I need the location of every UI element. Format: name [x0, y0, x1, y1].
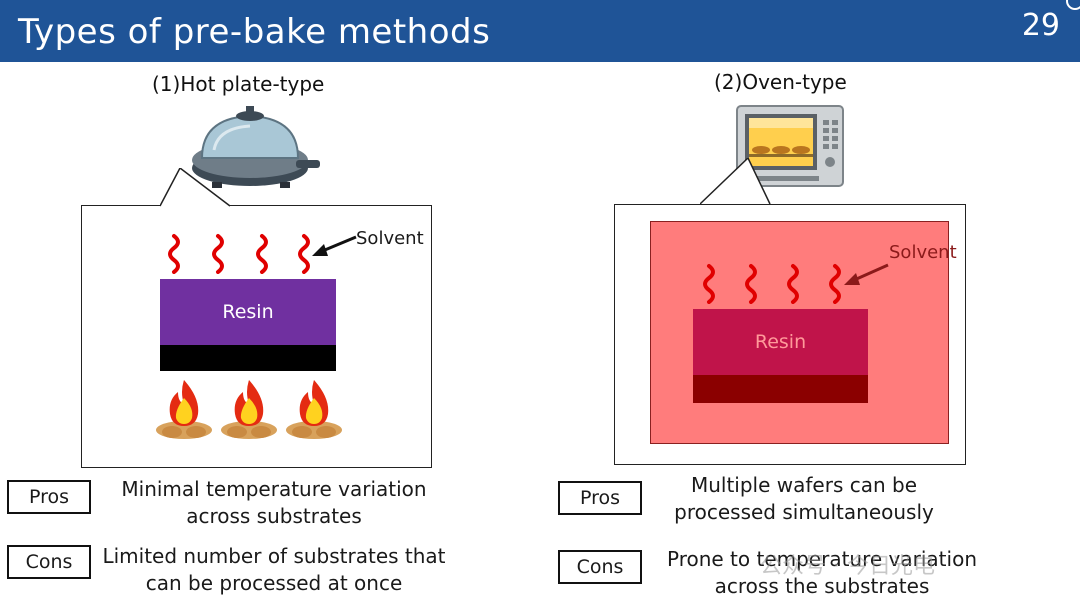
cons-label-hotplate: Cons [7, 545, 91, 579]
solvent-arrow-oven [844, 263, 889, 285]
pros-text-oven: Multiple wafers can be processed simulta… [644, 472, 964, 526]
oven-icon [736, 105, 844, 187]
cons-text-oven-line2: across the substrates [714, 574, 930, 598]
resin-layer-oven: Resin [693, 309, 868, 375]
pros-text-hotplate: Minimal temperature variation across sub… [96, 476, 452, 530]
hotplate-callout-pointer [160, 168, 231, 207]
pros-label-hotplate: Pros [7, 480, 91, 514]
solvent-label-oven: Solvent [889, 242, 957, 263]
pros-text-oven-line1: Multiple wafers can be [690, 473, 918, 497]
slide-title: Types of pre-bake methods [18, 12, 491, 52]
solvent-label-hotplate: Solvent [356, 228, 424, 249]
oven-section-title: (2)Oven-type [714, 70, 847, 94]
cons-text-oven: Prone to temperature variation across th… [650, 546, 994, 600]
cons-label-oven: Cons [558, 550, 642, 584]
oven-callout-pointer [700, 158, 771, 205]
page-number: 29 [1021, 8, 1060, 43]
resin-layer-hotplate: Resin [160, 279, 336, 345]
fire-icons [156, 380, 342, 439]
substrate-oven [693, 375, 868, 403]
pros-text-hotplate-line2: across substrates [186, 504, 362, 528]
cons-text-hotplate: Limited number of substrates that can be… [92, 543, 456, 597]
slide-header: Types of pre-bake methods 29 [0, 0, 1080, 62]
pros-label-oven: Pros [558, 481, 642, 515]
substrate-hotplate [160, 345, 336, 371]
cons-text-hotplate-line2: can be processed at once [145, 571, 403, 595]
hotplate-section-title: (1)Hot plate-type [152, 72, 325, 96]
cons-text-hotplate-line1: Limited number of substrates that [102, 544, 446, 568]
solvent-waves-oven [703, 264, 841, 304]
cons-text-oven-line1: Prone to temperature variation [666, 547, 977, 571]
watermark: 公众号 · 今日光电 [760, 554, 935, 579]
solvent-waves-hotplate [168, 234, 310, 274]
pros-text-hotplate-line1: Minimal temperature variation [121, 477, 427, 501]
corner-mark [1066, 0, 1080, 10]
solvent-arrow-hotplate [312, 235, 357, 256]
hotplate-icon [192, 106, 320, 188]
pros-text-oven-line2: processed simultaneously [674, 500, 934, 524]
